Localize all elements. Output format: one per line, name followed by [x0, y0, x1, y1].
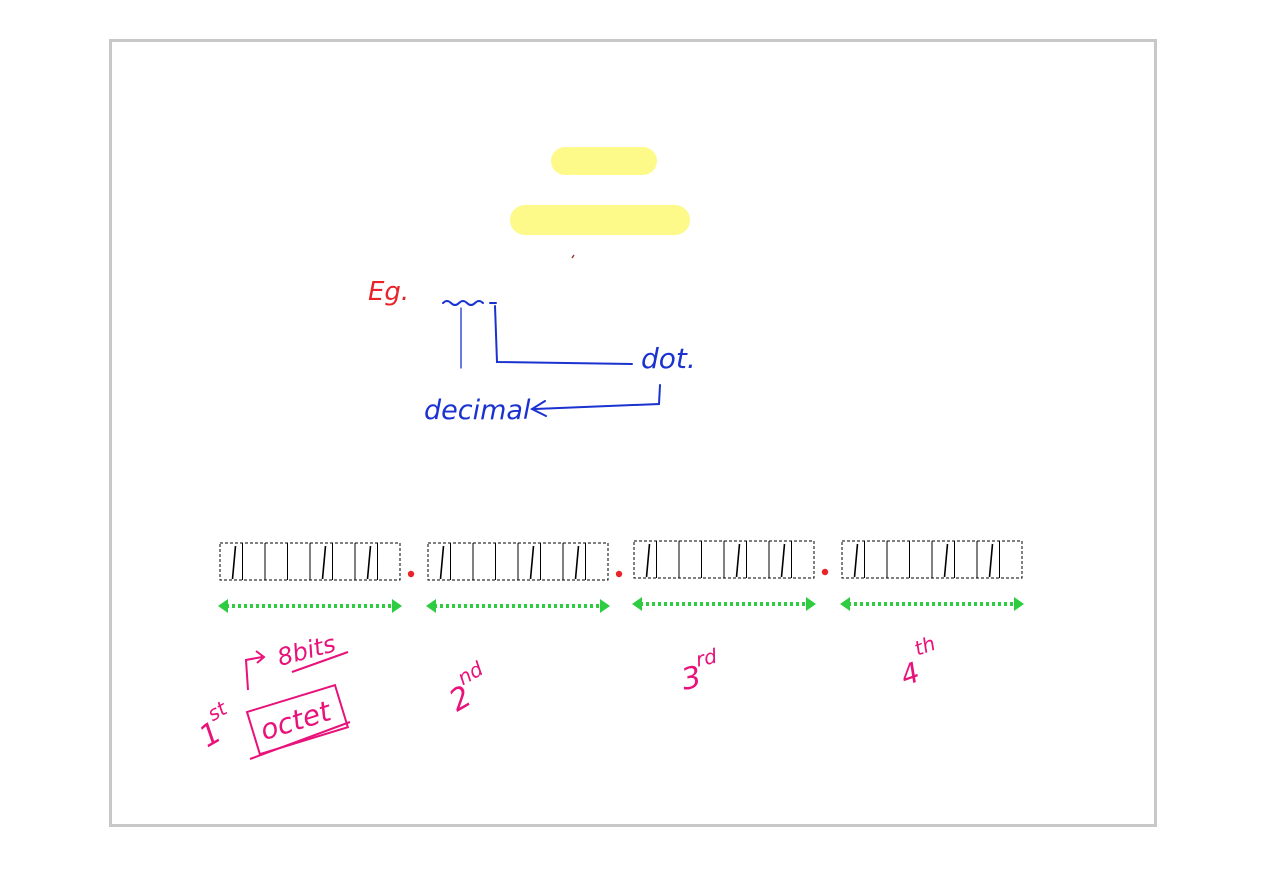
- octet-3-arrowhead-right: [806, 597, 816, 611]
- ordinal-4th: 4 th: [896, 631, 939, 693]
- octet-1-arrowhead-left: [218, 599, 228, 613]
- ordinal-4-suffix: th: [911, 631, 939, 661]
- octet-box-label: octet: [256, 694, 335, 747]
- octet-1-bit-mark: [321, 545, 327, 580]
- bits-underline: [291, 651, 349, 673]
- octet-4-bit-mark: [988, 543, 994, 578]
- ordinal-3-suffix: rd: [693, 644, 719, 672]
- example-label: Eg.: [368, 277, 409, 307]
- squiggle-mark: [442, 300, 497, 306]
- highlight-stroke-2: [510, 205, 690, 235]
- dot-to-decimal-arrow: [529, 384, 661, 417]
- octet-2-bit-mark: [529, 545, 535, 580]
- dot-decimal-annotation: [442, 300, 661, 417]
- octet-3-bit-mark: [735, 543, 741, 578]
- octet-2-bit-mark: [439, 545, 445, 580]
- bits-label: 8bits: [274, 629, 338, 671]
- octet-2-arrowhead-left: [426, 599, 436, 613]
- highlight-stroke-1: [551, 147, 657, 175]
- ordinal-4-number: 4: [896, 655, 924, 692]
- decimal-label: decimal: [424, 395, 531, 426]
- stray-mark: [571, 254, 575, 259]
- octet-callout: octet 8bits: [244, 629, 351, 760]
- octet-4-arrowhead-left: [840, 597, 850, 611]
- ordinal-1st: 1 st: [194, 696, 232, 755]
- octet-diagram: [218, 540, 1024, 613]
- bits-pointer-arrow: [244, 650, 266, 691]
- octet-4-bit-mark: [943, 543, 949, 578]
- octet-2-arrowhead-right: [600, 599, 610, 613]
- dot-pointer-line: [494, 305, 633, 365]
- octet-3-bit-mark: [780, 543, 786, 578]
- octet-separator-dot: [615, 570, 623, 578]
- dot-label: dot.: [641, 342, 696, 375]
- octet-1-bit-mark: [366, 545, 372, 580]
- octet-box: [245, 683, 350, 756]
- octet-1-bit-mark: [231, 545, 237, 580]
- octet-4-bit-mark: [853, 543, 859, 578]
- octet-3-arrowhead-left: [632, 597, 642, 611]
- octet-2-bit-mark: [574, 545, 580, 580]
- octet-underline: [249, 721, 351, 760]
- octet-separator-dot: [821, 568, 829, 576]
- ordinal-3rd: 3 rd: [678, 644, 719, 698]
- ordinal-2nd: 2 nd: [444, 656, 488, 719]
- highlight-strokes: [510, 147, 690, 259]
- octet-1-arrowhead-right: [392, 599, 402, 613]
- octet-4-arrowhead-right: [1014, 597, 1024, 611]
- octet-3-bit-mark: [645, 543, 651, 578]
- octet-separator-dot: [407, 570, 415, 578]
